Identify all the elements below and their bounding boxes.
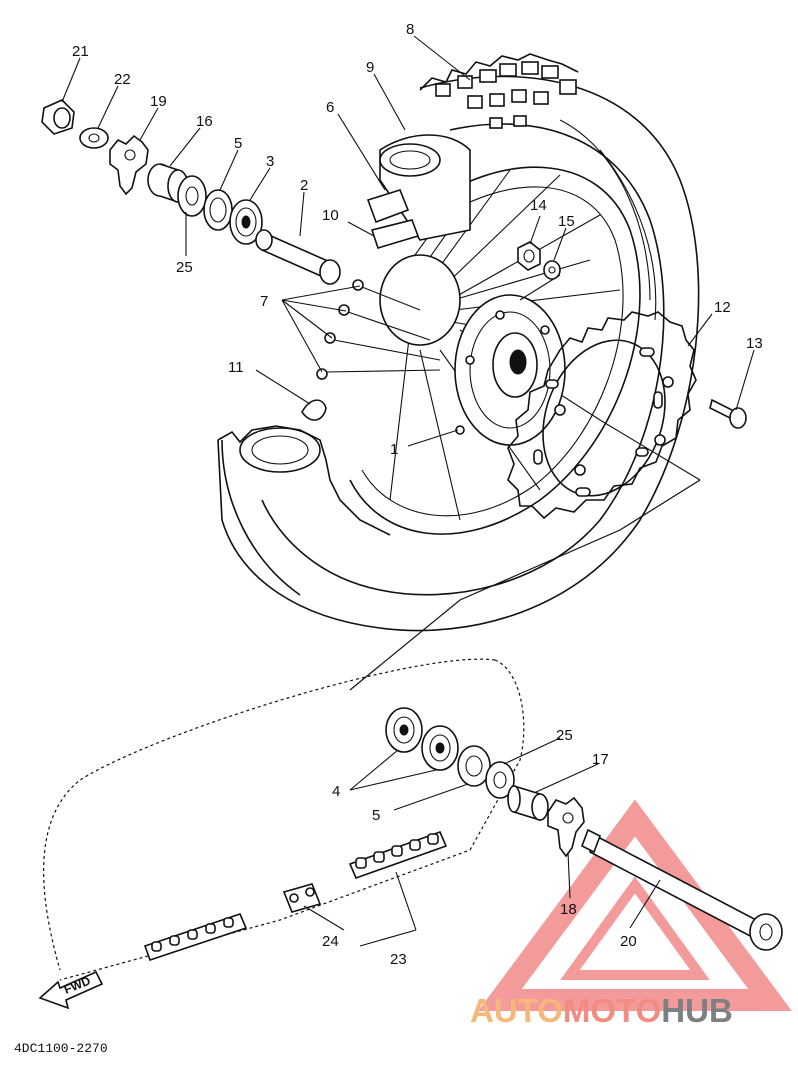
- axle-20: [580, 828, 783, 951]
- rim-band: [366, 189, 420, 249]
- rim: [349, 166, 641, 535]
- callout-9: 9: [366, 59, 374, 76]
- callout-14: 14: [530, 197, 547, 214]
- assembly-frame: [43, 479, 701, 981]
- callout-25-lower: 25: [556, 727, 573, 744]
- callout-5-upper: 5: [234, 135, 242, 152]
- drive-chain-23: [143, 830, 448, 962]
- watermark-logo: AUTOMOTOHUB: [470, 992, 733, 1029]
- oil-seal-25-lower: [485, 761, 515, 799]
- callout-7: 7: [260, 293, 268, 310]
- callout-labels: 21 22 19 16 5 3 2 25 6 9 8 10 7 11 1 14 …: [72, 21, 763, 968]
- chain-puller-18: [547, 796, 585, 858]
- watermark-text: AUTOMOTOHUB: [470, 992, 733, 1029]
- spacer-2: [255, 229, 341, 285]
- chain-puller-19: [109, 134, 149, 196]
- spoke-nipples-7: [316, 279, 441, 380]
- callout-18: 18: [560, 901, 577, 918]
- hub: [379, 254, 566, 446]
- bearing-3: [229, 199, 263, 245]
- spacer-5-upper: [203, 189, 233, 231]
- callout-13: 13: [746, 335, 763, 352]
- callout-6: 6: [326, 99, 334, 116]
- nut-21: [41, 99, 75, 135]
- leader-lines: [61, 35, 755, 947]
- callout-1: 1: [390, 441, 398, 458]
- bearing-4b: [421, 725, 459, 771]
- callout-2: 2: [300, 177, 308, 194]
- callout-11: 11: [228, 359, 244, 376]
- bearing-4a: [385, 707, 423, 753]
- callout-4: 4: [332, 783, 340, 800]
- callout-12: 12: [714, 299, 731, 316]
- callout-20: 20: [620, 933, 637, 950]
- callout-5-lower: 5: [372, 807, 380, 824]
- inner-tube: [379, 134, 471, 241]
- callout-23: 23: [390, 951, 407, 968]
- callout-16: 16: [196, 113, 213, 130]
- collar-17: [507, 784, 549, 822]
- callout-25-upper: 25: [176, 259, 193, 276]
- callout-21: 21: [72, 43, 89, 60]
- callout-10: 10: [322, 207, 339, 224]
- chain-joint-24: [282, 883, 322, 913]
- watermark-part-hub: HUB: [661, 992, 733, 1029]
- washer-15: [543, 260, 561, 280]
- callout-24: 24: [322, 933, 339, 950]
- diagram-code: 4DC1100-2270: [14, 1041, 108, 1056]
- watermark-part-moto: MOTO: [563, 992, 661, 1029]
- fwd-arrow-icon: FWD: [38, 970, 104, 1010]
- nut-14: [517, 241, 541, 271]
- callout-17: 17: [592, 751, 609, 768]
- washer-22: [79, 127, 109, 149]
- callout-15: 15: [558, 213, 575, 230]
- oil-seal-25-upper: [177, 175, 207, 217]
- spacer-5-lower: [457, 745, 491, 787]
- watermark-part-auto: AUTO: [470, 992, 563, 1029]
- valve-cap-11: [301, 399, 327, 421]
- callout-22: 22: [114, 71, 131, 88]
- rear-sprocket: [507, 311, 697, 520]
- callout-8: 8: [406, 21, 414, 38]
- callout-3: 3: [266, 153, 274, 170]
- bolt-13: [709, 398, 747, 429]
- callout-19: 19: [150, 93, 167, 110]
